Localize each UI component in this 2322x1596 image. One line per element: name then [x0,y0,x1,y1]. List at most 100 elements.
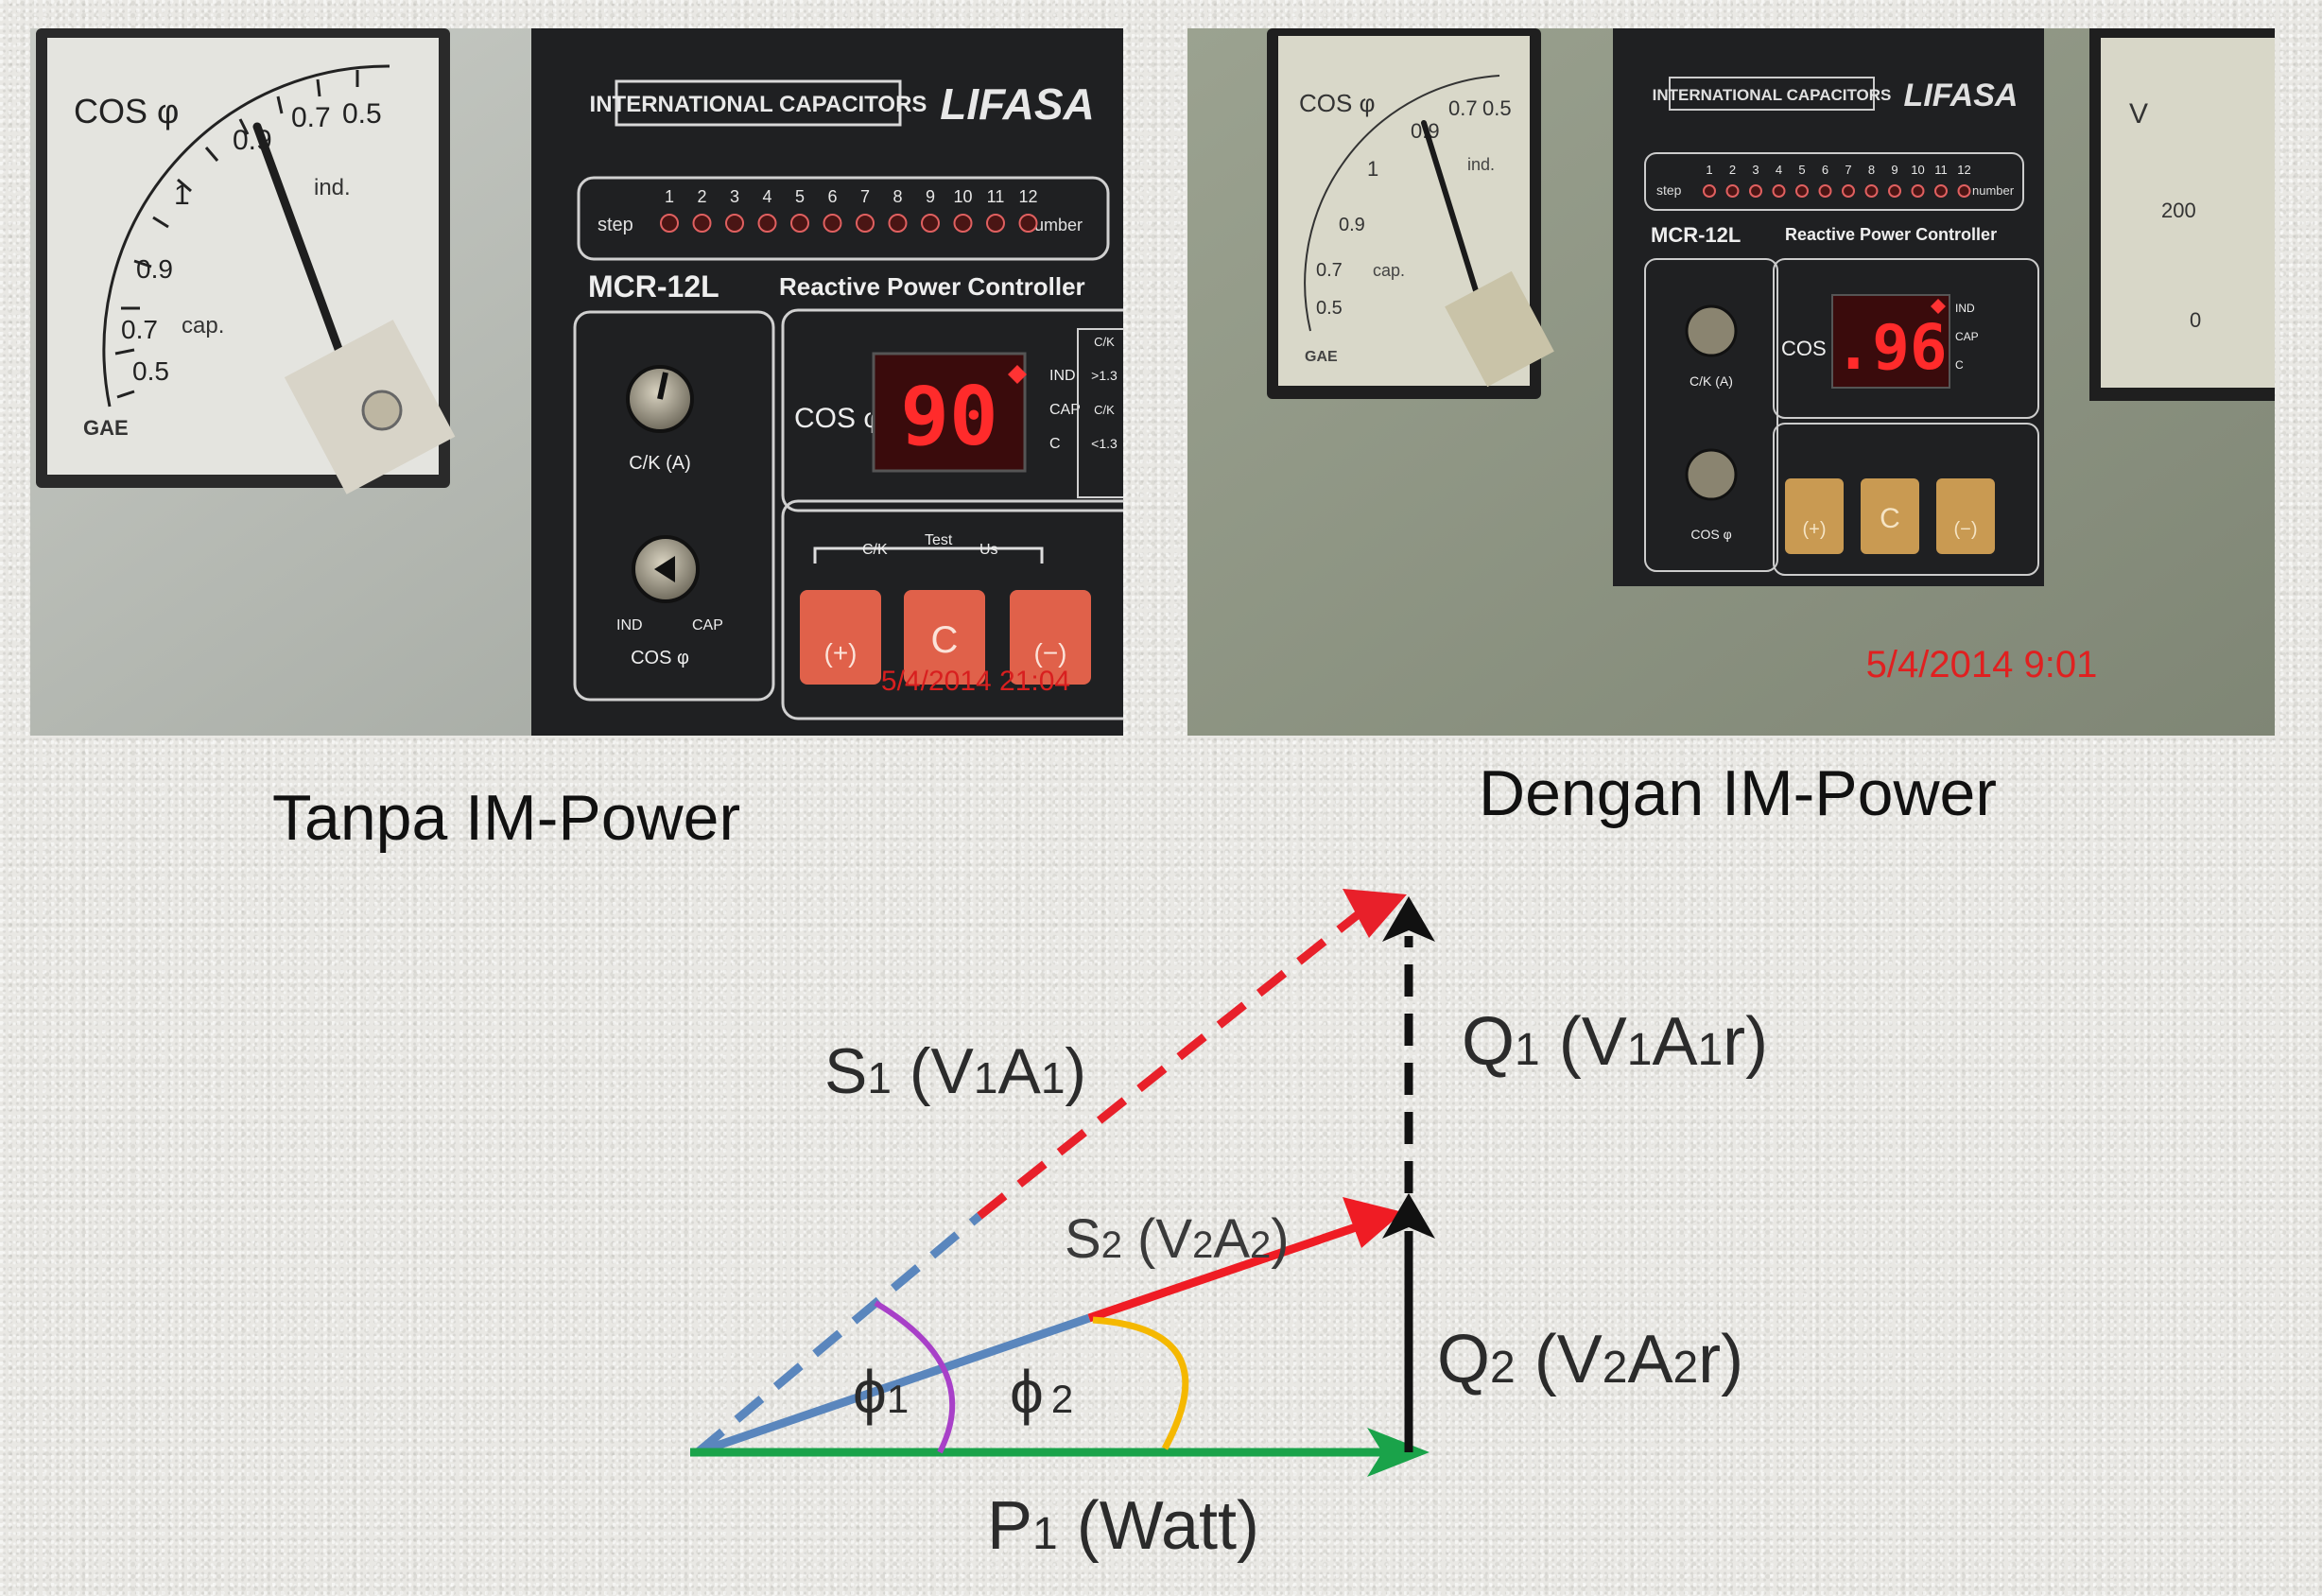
step-led-2 [692,214,712,233]
right-photo-scene: COS φ 0.5 0.7 0.9 1 0.9 0.7 0.5 ind. cap… [1187,28,2275,736]
meter-scale-0.5-cap: 0.5 [132,356,169,386]
meter-scale-1: 1 [1367,157,1378,181]
q1-label-sub3: 1 [1697,1025,1723,1075]
step-label: step [598,215,633,235]
p1-label-sub: 1 [1032,1509,1058,1559]
step-number-6: 6 [1822,163,1828,177]
phi2-label-main: ϕ [1010,1358,1044,1426]
meter-scale-0.9-cap: 0.9 [136,254,173,284]
meter-ticks [114,70,359,399]
c-button-label: C [1880,503,1900,534]
display-panel [1773,258,2039,419]
step-panel [577,176,1110,261]
step-led-3 [1749,184,1762,198]
phi1-label: ϕ1 [853,1358,909,1426]
step-led-11 [986,214,1005,233]
s1-label-sub: 1 [867,1053,892,1102]
q1-arrow-head [1382,896,1435,942]
step-led-9 [921,214,940,233]
cos-knob[interactable] [1685,448,1738,501]
plus-button[interactable] [1785,478,1844,554]
step-number-4: 4 [1776,163,1782,177]
step-led-5 [1795,184,1809,198]
step-number-5: 5 [795,187,805,206]
ck-label: C/K (A) [1690,373,1733,389]
condition-box [1077,328,1123,498]
phi1-angle-arc [874,1300,956,1454]
step-number-1: 1 [1706,163,1712,177]
step-led-2 [1725,184,1740,198]
ck-knob[interactable] [1685,304,1738,357]
number-label: number [1025,216,1083,234]
caption-left: Tanpa IM-Power [272,782,741,854]
ind-label: IND [1955,302,1975,315]
ind-label: IND [1049,368,1076,384]
s2-vector-upper [1087,1219,1369,1323]
ind-indicator-led [1931,299,1946,314]
step-number-1: 1 [665,187,674,206]
c-label: C [1955,358,1964,372]
meter-needle [1421,120,1485,315]
meter-cap-label: cap. [182,313,224,338]
s2-vector-lower [696,1313,1091,1457]
meter-scale-1: 1 [174,180,190,211]
step-led-12 [1018,214,1038,233]
voltmeter-scale-200: 200 [2161,199,2196,222]
voltmeter-title: V [2129,98,2148,130]
meter-scale-0.7-ind: 0.7 [1448,96,1478,120]
step-led-8 [1864,184,1879,198]
step-number-2: 2 [697,187,706,206]
voltmeter: V 200 0 [2089,28,2275,401]
us-caption: Us [979,542,998,558]
q1-label: Q1 (V1A1r) [1462,1004,1768,1080]
led-display-value: 90 [900,370,998,464]
s2-label-mid: A [1213,1208,1250,1270]
q1-label-sub: 1 [1515,1025,1540,1075]
c-button[interactable] [904,590,985,685]
s1-label-main: S [824,1035,867,1107]
q2-label-sub2: 2 [1603,1343,1628,1393]
step-led-10 [1911,184,1925,198]
step-number-11: 11 [1934,163,1948,177]
meter-zero-screw [361,390,403,431]
p1-label: P1 (Watt) [987,1488,1259,1564]
knob-panel [573,310,775,702]
subtitle: Reactive Power Controller [779,272,1085,301]
s1-label: S1 (V1A1) [824,1035,1086,1107]
step-number-3: 3 [730,187,739,206]
c-button[interactable] [1861,478,1919,554]
q2-label: Q2 (V2A2r) [1437,1322,1743,1397]
left-photo-scene: COS φ 0.5 0.7 0.9 1 0.9 0.7 0.5 ind. cap… [30,28,1123,736]
cap-label: CAP [1049,402,1081,418]
step-panel [1644,152,2024,211]
step-led-9 [1888,184,1901,198]
lifasa-logo: LIFASA [940,79,1095,129]
minus-button[interactable] [1936,478,1995,554]
meter-cap-label: cap. [1373,261,1405,280]
minus-button[interactable] [1010,590,1091,685]
phi2-label-sub: 2 [1051,1377,1073,1421]
display-panel [781,308,1123,512]
meter-scale-0.7-cap: 0.7 [121,315,158,344]
step-led-7 [1842,184,1855,198]
step-number-7: 7 [1845,163,1851,177]
step-number-8: 8 [1868,163,1875,177]
knob-ind: IND [616,617,643,633]
step-number-5: 5 [1798,163,1805,177]
cond-low: <1.3 [1091,436,1118,451]
cap-label: CAP [1955,330,1979,343]
step-number-10: 10 [953,187,972,206]
model-label: MCR-12L [1651,223,1741,247]
right-photo: COS φ 0.5 0.7 0.9 1 0.9 0.7 0.5 ind. cap… [1187,28,2275,736]
step-led-8 [888,214,908,233]
knob-cap: CAP [692,617,723,633]
plus-button[interactable] [800,590,881,685]
cos-knob-pointer [654,556,675,582]
step-led-11 [1934,184,1948,198]
s1-label-end: ) [1065,1035,1086,1107]
ck-knob-pointer [657,372,668,400]
q2-label-paren: (V [1516,1322,1603,1397]
step-number-12: 12 [1957,163,1970,177]
q1-label-main: Q [1462,1004,1515,1080]
